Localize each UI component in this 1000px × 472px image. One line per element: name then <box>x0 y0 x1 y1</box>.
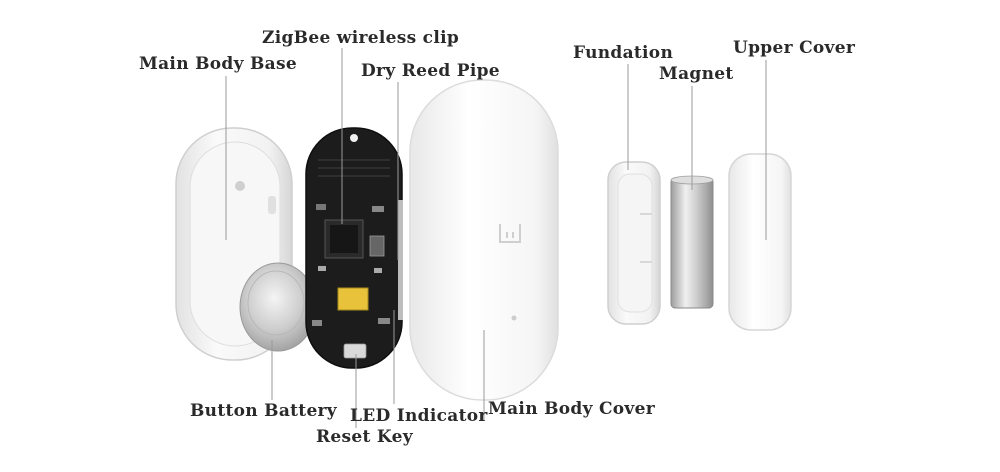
label-dry-reed-pipe: Dry Reed Pipe <box>361 61 500 81</box>
label-upper-cover: Upper Cover <box>733 38 856 58</box>
label-fundation: Fundation <box>573 43 674 63</box>
label-magnet: Magnet <box>659 64 734 84</box>
zigbee-pcb-part <box>305 127 403 369</box>
button-battery-part <box>239 262 317 352</box>
fundation-part <box>607 161 661 325</box>
label-led-indicator: LED Indicator <box>350 406 488 426</box>
mi-logo-icon <box>499 224 521 243</box>
upper-cover-part <box>728 153 792 331</box>
label-main-body-cover: Main Body Cover <box>488 399 655 419</box>
magnet-part <box>670 175 714 309</box>
label-main-body-base: Main Body Base <box>139 54 297 74</box>
leader-lines <box>225 48 767 428</box>
label-zigbee-clip: ZigBee wireless clip <box>262 28 460 48</box>
label-reset-key: Reset Key <box>316 427 413 447</box>
label-button-battery: Button Battery <box>190 401 337 421</box>
